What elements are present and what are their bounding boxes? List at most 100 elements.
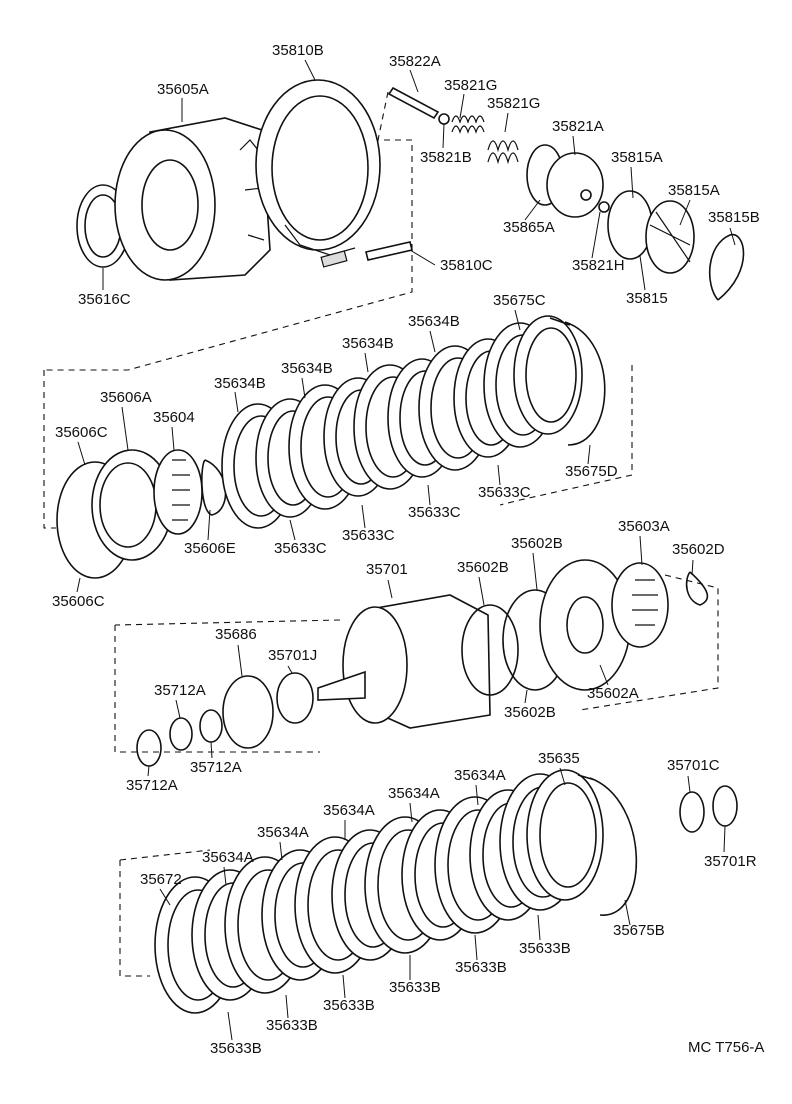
clutch-plate-stack-b [221, 315, 583, 529]
part-label: 35815 [626, 290, 668, 307]
leader-line [409, 249, 436, 266]
leader-line [459, 93, 465, 119]
part-label: 35686 [215, 626, 257, 643]
part-label: 35810B [272, 42, 324, 59]
part-label: 35634A [388, 785, 440, 802]
part-label: 35815B [708, 209, 760, 226]
leader-line [304, 59, 316, 81]
group-frame-bottom-left [119, 860, 150, 977]
part-label: 35634A [323, 802, 375, 819]
leader-line [234, 391, 239, 413]
leader-line [409, 802, 413, 823]
spring-35821G-small [451, 115, 485, 134]
leader-line [537, 914, 541, 941]
drum-35701 [317, 594, 491, 729]
leader-line [630, 166, 634, 199]
spring-35821G-large [487, 140, 519, 165]
leader-line [427, 484, 431, 506]
part-label: 35672 [140, 871, 182, 888]
leader-line [147, 765, 150, 777]
leader-line [301, 377, 306, 399]
piston-35821A [546, 152, 604, 218]
leader-line [429, 330, 436, 353]
part-label: 35606C [52, 593, 105, 610]
leader-line [175, 699, 181, 719]
leader-line [691, 559, 694, 576]
leader-line [289, 519, 296, 541]
part-label: 35603A [618, 518, 670, 535]
part-label: 35821G [487, 95, 540, 112]
snapring-35675C [549, 317, 606, 446]
retainer-35604 [153, 449, 203, 535]
leader-line [504, 112, 509, 133]
leader-line [364, 352, 369, 373]
leader-line [514, 309, 521, 331]
reference-code: MC T756-A [688, 1039, 764, 1056]
part-label: 35701R [704, 853, 757, 870]
snapring-35815B [708, 233, 745, 301]
washer-35701J [276, 672, 314, 724]
part-label: 35712A [190, 759, 242, 776]
snapring-35602D [685, 571, 709, 606]
part-label: 35602B [457, 559, 509, 576]
part-label: 35634B [408, 313, 460, 330]
leader-line [524, 199, 541, 221]
drum-35605A [114, 117, 271, 281]
piston-35602A [539, 559, 631, 691]
leader-line [524, 689, 528, 704]
part-label: 35821H [572, 257, 625, 274]
leader-line [474, 934, 478, 961]
leader-line [624, 899, 631, 926]
group-frame-low-top [114, 619, 341, 626]
part-label: 35815A [611, 149, 663, 166]
leader-line [342, 974, 346, 999]
leader-line [679, 199, 691, 226]
part-label: 35821G [444, 77, 497, 94]
leader-line [442, 123, 445, 149]
part-label: 35602B [511, 535, 563, 552]
leader-line [639, 535, 643, 566]
leader-line [497, 464, 501, 486]
part-label: 35633C [478, 484, 531, 501]
clutch-plate-stack-a [154, 769, 604, 1014]
part-label: 35810C [440, 257, 493, 274]
leader-line [285, 994, 289, 1019]
leader-line [475, 784, 479, 806]
leader-line [559, 767, 566, 786]
cover-35815 [607, 190, 695, 274]
part-label: 35865A [503, 219, 555, 236]
part-label: 35634B [214, 375, 266, 392]
leader-line [723, 825, 726, 853]
washer-35701C [679, 791, 705, 833]
part-label: 35821A [552, 118, 604, 135]
part-label: 35712A [126, 777, 178, 794]
part-label: 35633B [266, 1017, 318, 1034]
leader-line [599, 664, 609, 686]
part-label: 35821B [420, 149, 472, 166]
leader-line [587, 444, 591, 465]
washer-35602B-1 [461, 604, 519, 696]
seal-35712A-3 [199, 709, 223, 743]
leader-line [279, 841, 283, 861]
leader-line [171, 426, 175, 451]
leader-line [361, 504, 366, 529]
clutch-plate-inner [525, 327, 577, 423]
leader-line [409, 69, 419, 93]
group-frame-low-right [579, 574, 719, 711]
pin-35810C [365, 241, 413, 261]
seal-35712A-1 [136, 729, 162, 767]
leader-line [639, 255, 646, 291]
rod-35822A [387, 86, 440, 120]
bearing-35701R [712, 785, 738, 827]
leader-line [210, 741, 213, 759]
clutch-plate [513, 315, 583, 435]
part-label: 35634A [454, 767, 506, 784]
leader-line [387, 579, 393, 599]
leader-line [287, 665, 293, 674]
part-label: 35634A [257, 824, 309, 841]
seal-35712A-2 [169, 717, 193, 751]
part-label: 35602A [587, 685, 639, 702]
group-frame-mid-left [43, 370, 56, 529]
part-label: 35633B [519, 940, 571, 957]
